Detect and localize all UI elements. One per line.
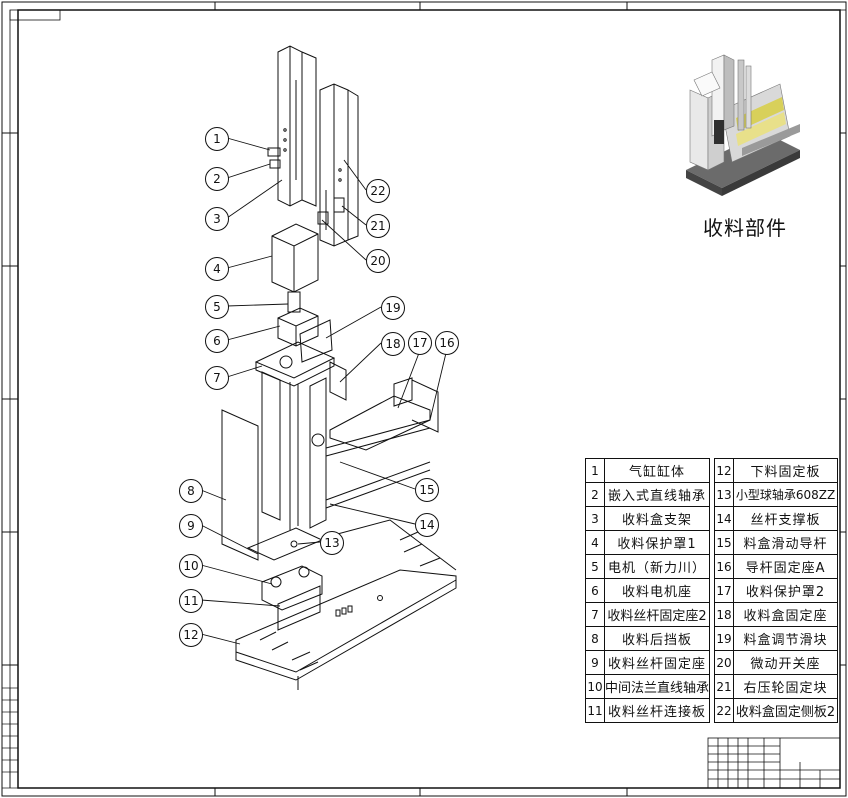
callout-2: 2 (205, 167, 229, 191)
table-row: 1 气缸缸体 12 下料固定板 (585, 458, 839, 483)
table-row: 7 收料丝杆固定座2 18 收料盒固定座 (585, 602, 839, 627)
part-number: 21 (714, 674, 735, 699)
part-name: 收料电机座 (603, 578, 711, 603)
part-number: 17 (714, 578, 735, 603)
part-name: 收料保护罩1 (603, 530, 711, 555)
callout-3: 3 (205, 207, 229, 231)
callout-21: 21 (366, 214, 390, 238)
callout-20: 20 (366, 249, 390, 273)
part-number: 20 (714, 650, 735, 675)
part-name: 下料固定板 (733, 458, 839, 483)
part-name: 收料盒固定座 (733, 602, 839, 627)
table-row: 11 收料丝杆连接板 22 收料盒固定侧板2 (585, 698, 839, 723)
callout-15: 15 (415, 478, 439, 502)
callout-13: 13 (320, 531, 344, 555)
part-number: 18 (714, 602, 735, 627)
callout-6: 6 (205, 329, 229, 353)
part-number: 1 (585, 458, 605, 483)
table-row: 9 收料丝杆固定座 20 微动开关座 (585, 650, 839, 675)
part-number: 7 (585, 602, 605, 627)
assembly-render-thumbnail (686, 54, 800, 196)
table-row: 8 收料后挡板 19 料盒调节滑块 (585, 626, 839, 651)
part-number: 3 (585, 506, 605, 531)
part-name: 微动开关座 (733, 650, 839, 675)
part-number: 16 (714, 554, 735, 579)
table-row: 6 收料电机座 17 收料保护罩2 (585, 578, 839, 603)
part-number: 10 (585, 674, 605, 699)
part-name: 导杆固定座A (733, 554, 839, 579)
part-name: 收料保护罩2 (733, 578, 839, 603)
table-row: 3 收料盒支架 14 丝杆支撑板 (585, 506, 839, 531)
part-number: 14 (714, 506, 735, 531)
table-row: 5 电机（新力川） 16 导杆固定座A (585, 554, 839, 579)
part-number: 9 (585, 650, 605, 675)
callout-17: 17 (408, 331, 432, 355)
part-name: 收料盒固定侧板2 (733, 698, 839, 723)
part-number: 5 (585, 554, 605, 579)
callout-8: 8 (179, 479, 203, 503)
part-name: 右压轮固定块 (733, 674, 839, 699)
parts-list-table: 1 气缸缸体 12 下料固定板 2 嵌入式直线轴承 13 小型球轴承608ZZ … (585, 458, 839, 723)
part-name: 嵌入式直线轴承 (603, 482, 711, 507)
part-name: 料盒调节滑块 (733, 626, 839, 651)
part-number: 12 (714, 458, 735, 483)
callout-7: 7 (205, 366, 229, 390)
callout-12: 12 (179, 623, 203, 647)
part-name: 气缸缸体 (603, 458, 711, 483)
part-name: 收料后挡板 (603, 626, 711, 651)
part-number: 15 (714, 530, 735, 555)
callout-22: 22 (366, 179, 390, 203)
callout-18: 18 (381, 332, 405, 356)
exploded-view-drawing (221, 45, 457, 690)
callout-9: 9 (179, 514, 203, 538)
callout-1: 1 (205, 127, 229, 151)
title-block (707, 737, 841, 789)
leader-lines (200, 137, 447, 645)
part-name: 料盒滑动导杆 (733, 530, 839, 555)
part-name: 收料丝杆固定座2 (603, 602, 711, 627)
callout-4: 4 (205, 257, 229, 281)
part-number: 6 (585, 578, 605, 603)
part-name: 小型球轴承608ZZ (733, 482, 839, 507)
part-number: 22 (714, 698, 735, 723)
part-number: 4 (585, 530, 605, 555)
callout-16: 16 (435, 331, 459, 355)
callout-11: 11 (179, 589, 203, 613)
callout-14: 14 (415, 513, 439, 537)
table-row: 4 收料保护罩1 15 料盒滑动导杆 (585, 530, 839, 555)
part-number: 8 (585, 626, 605, 651)
part-name: 中间法兰直线轴承 (603, 674, 711, 699)
part-name: 收料丝杆连接板 (603, 698, 711, 723)
table-row: 10 中间法兰直线轴承 21 右压轮固定块 (585, 674, 839, 699)
callout-5: 5 (205, 295, 229, 319)
revision-strip (1, 664, 19, 789)
assembly-title: 收料部件 (703, 216, 787, 240)
callout-19: 19 (381, 296, 405, 320)
part-name: 收料丝杆固定座 (603, 650, 711, 675)
callout-10: 10 (179, 554, 203, 578)
part-name: 收料盒支架 (603, 506, 711, 531)
part-name: 丝杆支撑板 (733, 506, 839, 531)
table-row: 2 嵌入式直线轴承 13 小型球轴承608ZZ (585, 482, 839, 507)
part-number: 2 (585, 482, 605, 507)
part-number: 13 (714, 482, 735, 507)
part-number: 19 (714, 626, 735, 651)
part-number: 11 (585, 698, 605, 723)
part-name: 电机（新力川） (603, 554, 711, 579)
